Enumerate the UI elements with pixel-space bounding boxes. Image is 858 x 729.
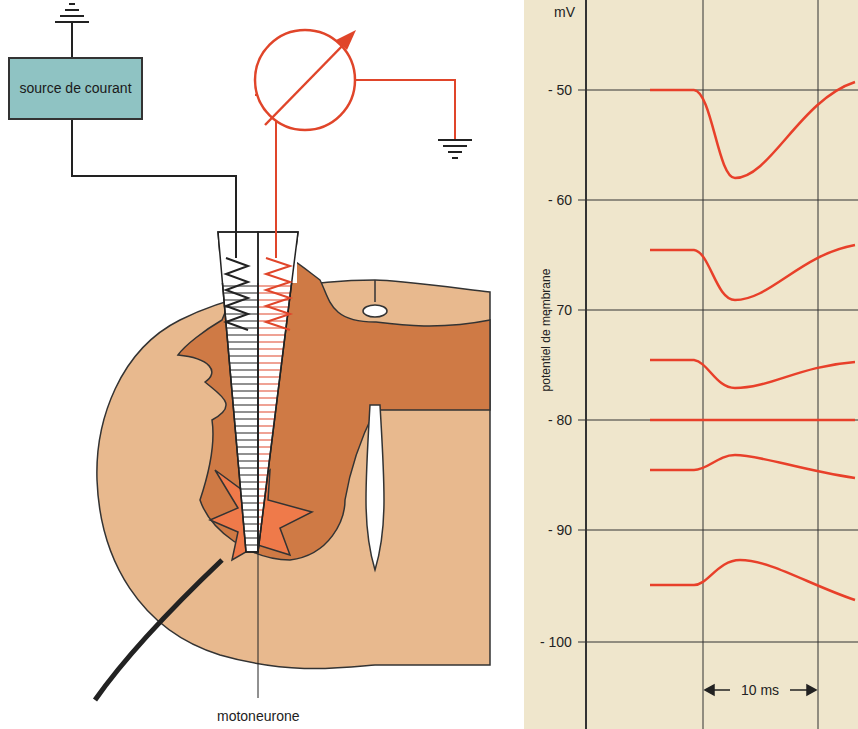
axis-tick: - 100 [540, 634, 572, 650]
axis-tick: - 90 [548, 522, 572, 538]
current-wire [72, 120, 236, 232]
voltmeter-needle [265, 40, 348, 125]
box-label: source de courant [19, 80, 131, 97]
voltmeter [255, 30, 355, 130]
axis-tick: - 50 [548, 82, 572, 98]
graph-panel [524, 0, 858, 729]
chloride-wire [266, 258, 290, 330]
potential-traces [650, 82, 855, 600]
axis-tick: - 60 [548, 192, 572, 208]
axis-title: potentiel de membrane [539, 269, 553, 392]
axis-tick: - 80 [548, 412, 572, 428]
needle-head [336, 30, 356, 50]
graph-grid [578, 0, 858, 729]
ground-wire [355, 80, 455, 140]
axis-unit: mV [554, 4, 575, 20]
chloride-wire [226, 258, 248, 330]
structure-label: motoneurone [217, 708, 300, 724]
leader-line [258, 548, 259, 698]
anterior-fissure [366, 405, 384, 570]
process-box: source de courant [8, 57, 143, 120]
ground-symbol [438, 140, 472, 158]
posterior-septum [374, 280, 376, 302]
time-scale: 10 ms [738, 682, 782, 698]
axon [95, 560, 222, 700]
ground-symbol [55, 4, 89, 57]
central-canal [363, 305, 387, 317]
